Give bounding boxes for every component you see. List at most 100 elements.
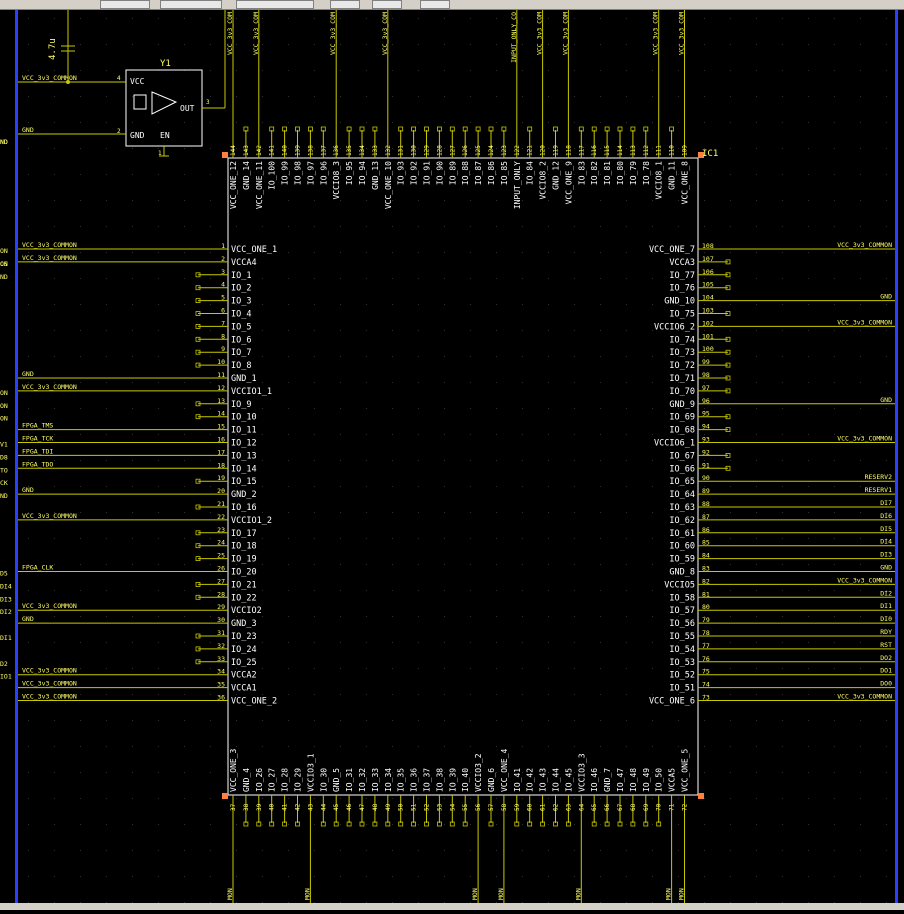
grid-dot [782,850,783,851]
grid-dot [496,616,497,617]
grid-dot [106,122,107,123]
left-pin-noconnect [195,349,201,355]
toolbar-button-2[interactable] [372,0,402,9]
toolbar-button-3[interactable] [420,0,450,9]
grid-dot [80,772,81,773]
toolbar-field-3[interactable] [236,0,314,9]
grid-dot [158,746,159,747]
grid-dot [28,668,29,669]
grid-dot [288,252,289,253]
right-pin-name: IO_70 [669,387,695,397]
grid-dot [28,720,29,721]
grid-dot [652,590,653,591]
grid-dot [314,148,315,149]
grid-dot [392,200,393,201]
grid-dot [782,148,783,149]
right-pin-number: 96 [702,397,710,405]
grid-dot [522,824,523,825]
bottom-pin-name: IO_45 [564,768,573,792]
grid-dot [470,200,471,201]
grid-dot [28,902,29,903]
grid-dot [678,616,679,617]
grid-dot [158,720,159,721]
top-pin-name: VCCIO8_1 [655,161,664,200]
toolbar-button-1[interactable] [330,0,360,9]
top-pin-noconnect [243,126,249,132]
grid-dot [652,694,653,695]
top-pin-noconnect [436,126,442,132]
right-net-label: DO0 [880,680,892,688]
top-pin-noconnect [669,126,674,132]
grid-dot [470,408,471,409]
right-pin-number: 104 [702,294,714,302]
top-pin-name: IO_80 [616,161,625,185]
grid-dot [808,876,809,877]
grid-dot [704,434,705,435]
grid-dot [496,148,497,149]
grid-dot [54,382,55,383]
left-edge-label: ON [0,402,8,410]
grid-dot [730,746,731,747]
bottom-pin-noconnect [359,821,365,827]
right-pin-noconnect [725,414,731,420]
right-pin-name: IO_75 [669,310,695,320]
top-pin-name: IO_88 [461,161,470,185]
grid-dot [548,460,549,461]
left-pin-name: IO_3 [231,297,251,307]
grid-dot [262,96,263,97]
grid-dot [444,174,445,175]
grid-dot [392,512,393,513]
toolbar-field-1[interactable] [100,0,150,9]
grid-dot [834,564,835,565]
grid-dot [496,122,497,123]
top-net-label: INPUT_ONLY_CO [510,12,518,63]
grid-dot [262,746,263,747]
top-pin-name: IO_93 [397,161,406,185]
grid-dot [860,772,861,773]
grid-dot [444,720,445,721]
grid-dot [288,850,289,851]
grid-dot [262,408,263,409]
grid-dot [236,798,237,799]
grid-dot [600,512,601,513]
grid-dot [860,96,861,97]
grid-dot [756,876,757,877]
left-net-label: GND [22,615,34,623]
right-pin-name: IO_52 [669,671,695,681]
right-pin-number: 106 [702,268,714,276]
toolbar-field-2[interactable] [160,0,222,9]
right-pin-name: VCCA3 [669,258,695,268]
grid-dot [574,824,575,825]
grid-dot [470,746,471,747]
grid-dot [28,564,29,565]
grid-dot [80,174,81,175]
grid-dot [652,252,653,253]
grid-dot [314,876,315,877]
grid-dot [54,850,55,851]
bottom-pin-name: VCCA5 [668,768,677,792]
grid-dot [834,876,835,877]
grid-dot [756,252,757,253]
grid-dot [210,720,211,721]
right-net-label: DI0 [880,615,892,623]
left-pin-number: 30 [217,616,225,624]
grid-dot [678,720,679,721]
grid-dot [340,564,341,565]
top-pin-name: IO_91 [423,161,432,185]
grid-dot [886,278,887,279]
grid-dot [782,44,783,45]
grid-dot [496,642,497,643]
grid-dot [756,330,757,331]
grid-dot [678,304,679,305]
grid-dot [340,44,341,45]
grid-dot [54,96,55,97]
grid-dot [522,720,523,721]
grid-dot [756,70,757,71]
grid-dot [808,512,809,513]
grid-dot [522,122,523,123]
grid-dot [782,200,783,201]
grid-dot [522,252,523,253]
grid-dot [288,668,289,669]
